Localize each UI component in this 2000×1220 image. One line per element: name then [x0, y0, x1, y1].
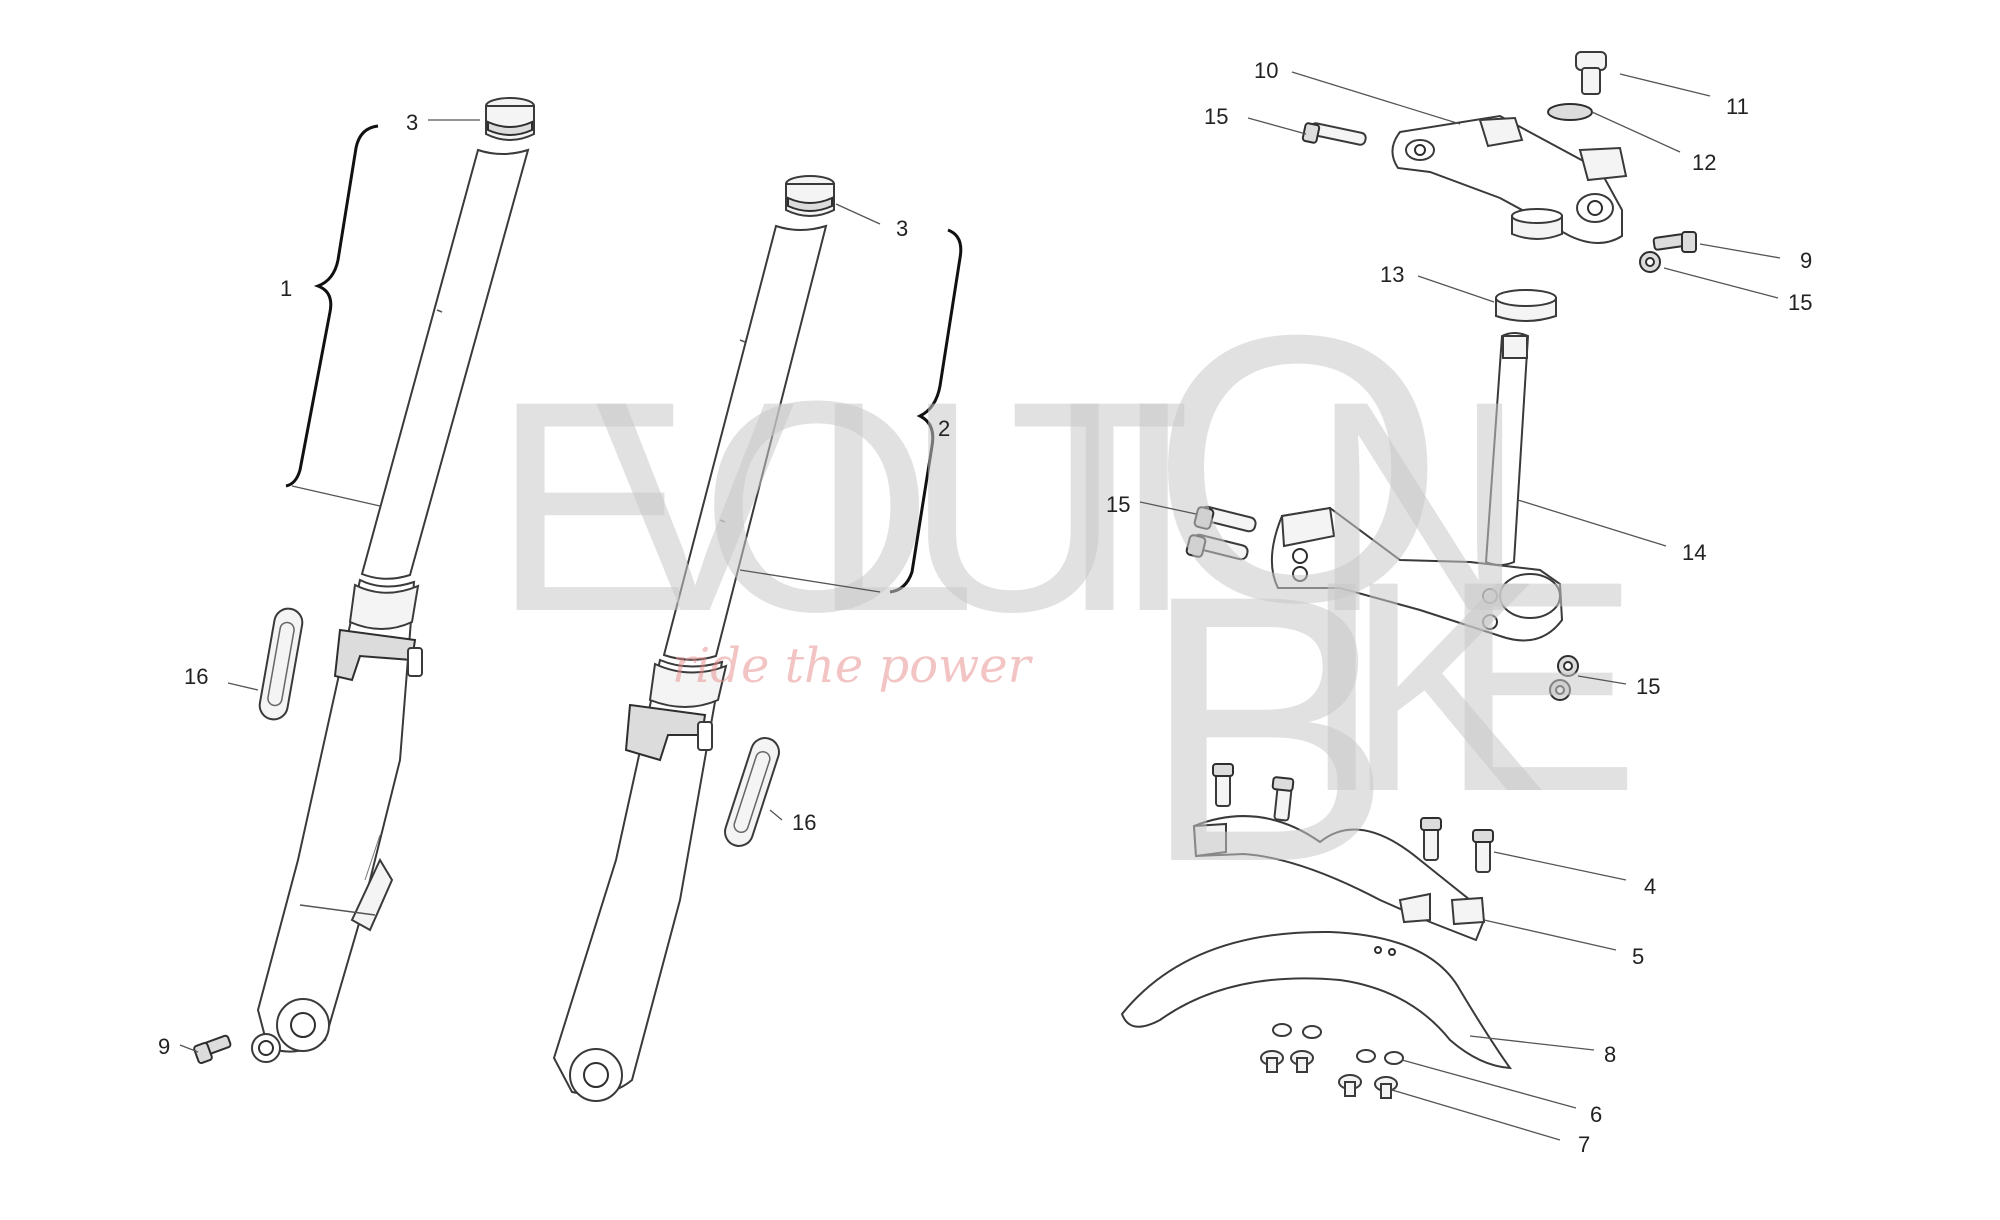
screws-7	[1260, 1050, 1398, 1099]
callout-label: 3	[406, 110, 418, 135]
brace-1	[285, 124, 379, 488]
callout-label: 15	[1636, 674, 1660, 699]
watermark-letter: E	[492, 338, 692, 674]
watermark-letter: O	[1150, 256, 1446, 681]
fork-leg-right	[552, 175, 835, 1102]
fork-clamp-left	[333, 628, 417, 682]
callout-label: 15	[1106, 492, 1130, 517]
nut-15-upper	[1639, 251, 1661, 273]
callout-label: 11	[1726, 94, 1749, 119]
watermark-letter: O	[700, 338, 933, 674]
bolt-11	[1575, 51, 1607, 95]
front-fender	[1120, 930, 1513, 1070]
callout-label: 13	[1380, 262, 1404, 287]
callout-label: 16	[792, 810, 816, 835]
bolt-15-top	[1301, 122, 1367, 146]
callout-label: 4	[1644, 874, 1656, 899]
fender-bracket	[1192, 815, 1486, 942]
callout-label: 12	[1692, 150, 1716, 175]
watermark-letter: K	[1345, 518, 1545, 854]
callouts: 1 2 3 3 4 5 6 7 8 9 9 10 11 12 13 14 15 …	[158, 58, 1812, 1157]
bolt-9-left	[193, 1034, 232, 1065]
fork-clamp-right	[624, 703, 707, 762]
watermark-letter: B	[1140, 516, 1393, 941]
callout-label: 9	[158, 1034, 170, 1059]
bolt-9-right	[1652, 231, 1697, 253]
callout-label: 5	[1632, 944, 1644, 969]
watermark-letter: N	[1310, 338, 1527, 674]
leader-lines	[179, 71, 1781, 1141]
fork-leg-left	[251, 97, 535, 1063]
watermark-letter: V	[595, 338, 797, 674]
upper-triple-clamp	[1391, 114, 1628, 244]
nuts-15-lower	[1549, 655, 1579, 701]
watermark-letter: I	[1112, 338, 1195, 674]
bearing-13	[1495, 289, 1557, 322]
washer-12	[1547, 103, 1593, 121]
washers-6	[1272, 1023, 1404, 1065]
watermark-letter: L	[810, 338, 977, 674]
callout-label: 10	[1254, 58, 1278, 83]
brace-2	[889, 228, 963, 594]
watermark-letter: I	[1300, 518, 1383, 854]
watermark-tagline: ride the power	[672, 638, 1034, 694]
callout-label: 15	[1788, 290, 1812, 315]
callout-label: 15	[1204, 104, 1228, 129]
fork-tube-left	[360, 148, 530, 580]
bolts-15-clamp	[1185, 505, 1257, 561]
callout-label: 3	[896, 216, 908, 241]
fork-tube-right	[662, 224, 828, 661]
fork-cap-left	[485, 97, 535, 141]
callout-label: 2	[938, 416, 950, 441]
watermark-letter: E	[1440, 518, 1640, 854]
lower-triple-clamp-stem	[1270, 332, 1564, 642]
callout-label: 9	[1800, 248, 1812, 273]
watermark-letter: U	[905, 338, 1122, 674]
bolts-4	[1212, 763, 1494, 873]
fork-cap-right	[785, 175, 835, 217]
slider-guard-left	[258, 607, 304, 721]
callout-label: 6	[1590, 1102, 1602, 1127]
slider-guard-right	[724, 737, 780, 847]
callout-label: 1	[280, 276, 292, 301]
callout-label: 14	[1682, 540, 1706, 565]
callout-label: 7	[1578, 1132, 1590, 1157]
callout-label: 16	[184, 664, 208, 689]
callout-label: 8	[1604, 1042, 1616, 1067]
